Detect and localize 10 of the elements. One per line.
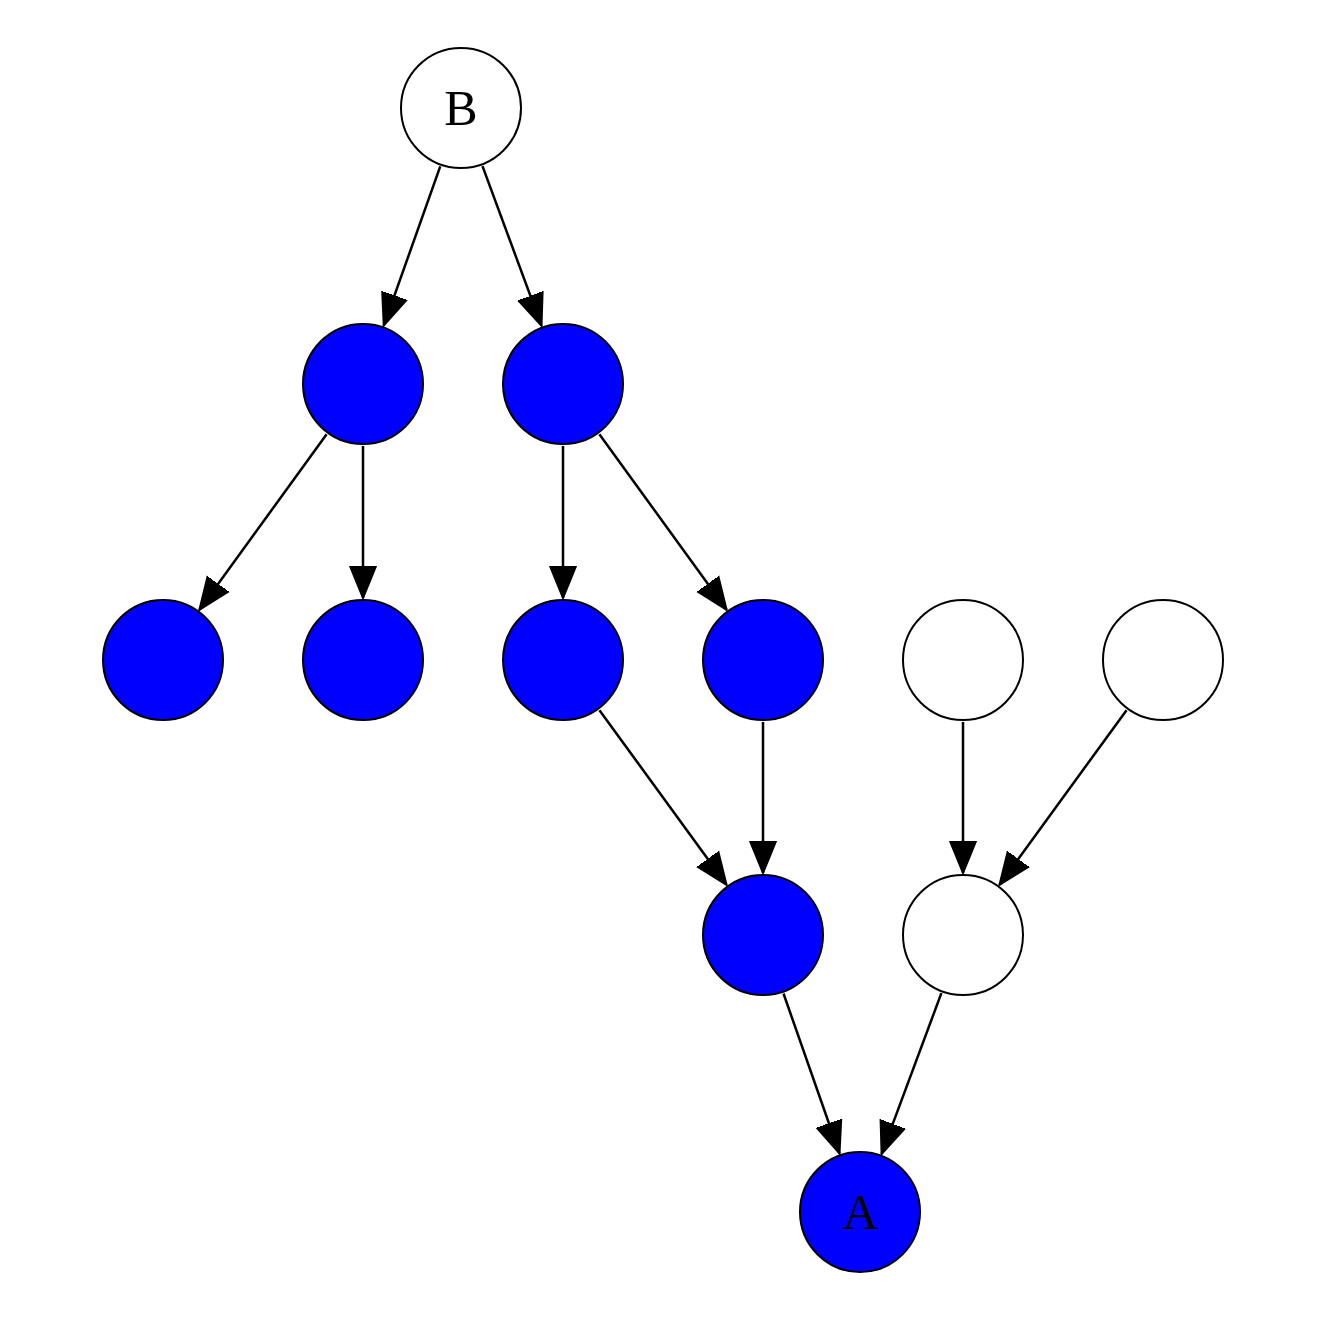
arrow [949, 722, 977, 874]
node-label: B [444, 83, 478, 133]
arrow [598, 709, 728, 886]
arrow [198, 433, 328, 611]
arrow [549, 446, 577, 599]
arrow [998, 709, 1128, 886]
arrow [749, 722, 777, 874]
arrow [349, 446, 377, 599]
arrow [598, 433, 728, 611]
node-label: A [841, 1187, 879, 1237]
